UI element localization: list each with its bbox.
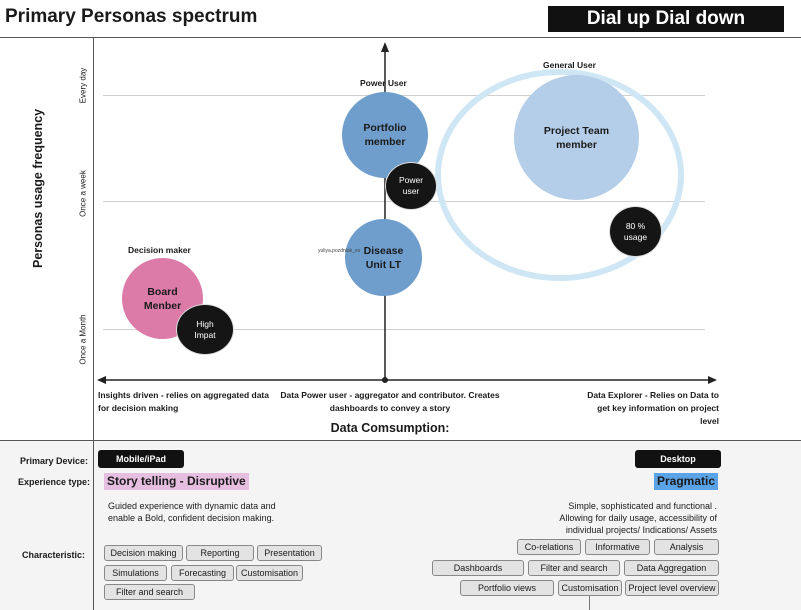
left-experience-highlight: Story telling - Disruptive — [104, 473, 249, 490]
tag-customisation-right: Customisation — [558, 580, 622, 596]
power-user-label: Power User — [360, 78, 407, 88]
usage-tag: 80 % usage — [609, 206, 662, 257]
page-title: Primary Personas spectrum — [5, 6, 258, 27]
header-divider — [0, 37, 801, 38]
high-impact-tag-text: High Impat — [194, 318, 216, 340]
experience-type-label: Experience type: — [18, 477, 91, 487]
disease-unit-persona: Disease Unit LT — [345, 219, 422, 296]
portfolio-member-text: Portfolio member — [363, 122, 407, 148]
tag-co-relations: Co-relations — [517, 539, 581, 555]
tag-simulations: Simulations — [104, 565, 167, 581]
label-column — [0, 441, 93, 610]
connector-line — [589, 590, 590, 610]
x-axis-right-desc: Data Explorer - Relies on Data to get ke… — [587, 390, 719, 426]
section-divider — [0, 440, 801, 441]
board-member-text: Board Menber — [143, 285, 182, 312]
tag-dashboards: Dashboards — [432, 560, 524, 576]
mobile-ipad-badge: Mobile/iPad — [98, 450, 184, 468]
tag-informative: Informative — [585, 539, 650, 555]
left-column-divider — [93, 37, 94, 610]
x-axis-left-desc: Insights driven - relies on aggregated d… — [98, 390, 269, 413]
tag-analysis: Analysis — [654, 539, 719, 555]
general-user-ring — [435, 69, 684, 281]
desktop-badge: Desktop — [635, 450, 721, 468]
tag-forecasting: Forecasting — [171, 565, 234, 581]
tag-presentation: Presentation — [257, 545, 322, 561]
tag-filter-search-left: Filter and search — [104, 584, 195, 600]
usage-tag-text: 80 % usage — [623, 220, 648, 242]
characteristic-label: Characteristic: — [22, 550, 86, 560]
project-team-text: Project Team member — [543, 124, 610, 151]
high-impact-tag: High Impat — [176, 304, 234, 355]
tag-customisation-left: Customisation — [236, 565, 303, 581]
primary-device-label: Primary Device: — [20, 456, 89, 466]
right-description: Simple, sophisticated and functional . A… — [559, 501, 717, 535]
disease-unit-text: Disease Unit LT — [363, 244, 404, 271]
watermark-text: yuliya.pozdniak_ex — [318, 248, 361, 254]
project-team-persona: Project Team member — [514, 75, 639, 200]
dial-badge: Dial up Dial down anology — [548, 6, 784, 55]
power-user-tag-text: Power user — [398, 175, 424, 196]
tag-filter-search-right: Filter and search — [528, 560, 620, 576]
tag-project-level-overview: Project level overview — [625, 580, 719, 596]
tag-decision-making: Decision making — [104, 545, 183, 561]
tag-reporting: Reporting — [186, 545, 254, 561]
decision-maker-label: Decision maker — [128, 245, 191, 255]
power-user-tag: Power user — [385, 162, 437, 210]
x-axis-label: Data Comsumption: — [330, 421, 450, 435]
board-member-persona: Board Menber — [122, 258, 203, 339]
tag-data-aggregation: Data Aggregation — [624, 560, 719, 576]
axes-arrows — [97, 42, 717, 384]
gridline-once-month — [103, 329, 705, 330]
right-experience-highlight: Pragmatic — [654, 473, 719, 490]
tag-portfolio-views: Portfolio views — [460, 580, 554, 596]
x-axis-center-desc: Data Power user - aggregator and contrib… — [280, 390, 500, 413]
left-description: Guided experience with dynamic data and … — [108, 501, 276, 523]
general-user-label: General User — [543, 60, 596, 70]
